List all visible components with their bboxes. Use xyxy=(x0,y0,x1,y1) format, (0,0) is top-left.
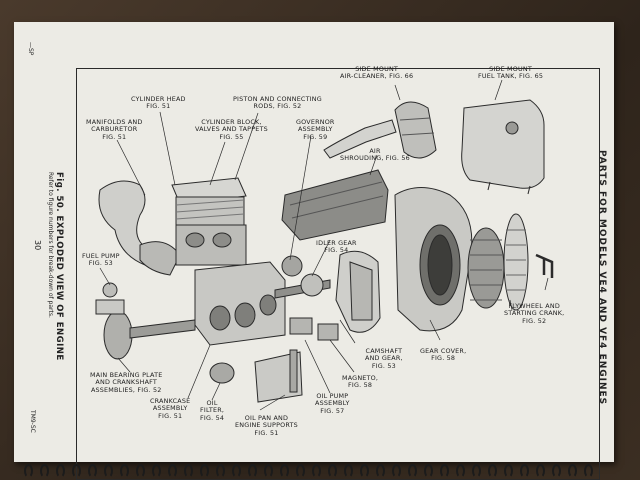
fuel-tank-part xyxy=(461,99,545,195)
manifold-part xyxy=(98,180,181,276)
label-oil-filter: OIL FILTER, FIG. 54 xyxy=(200,399,225,422)
binding-ring xyxy=(360,464,369,478)
binding-ring xyxy=(456,464,465,478)
binding-ring xyxy=(584,464,593,478)
magneto-part xyxy=(317,323,339,341)
binding-ring xyxy=(392,464,401,478)
cylinder-head-part xyxy=(171,177,247,228)
air-cleaner-part xyxy=(323,101,437,159)
binding-ring xyxy=(40,464,49,478)
binding-ring xyxy=(440,464,449,478)
binding-ring xyxy=(344,464,353,478)
crankcase-part xyxy=(194,261,286,346)
binding-ring xyxy=(488,464,497,478)
binding-ring xyxy=(120,464,129,478)
main-bearing-plate-part xyxy=(103,310,133,360)
label-magneto: MAGNETO, FIG. 58 xyxy=(342,374,379,390)
binding-ring xyxy=(472,464,481,478)
label-gear-cover: GEAR COVER, FIG. 58 xyxy=(420,347,467,363)
starting-crank-part xyxy=(535,253,554,278)
label-cylinder-head: CYLINDER HEAD FIG. 51 xyxy=(131,95,186,111)
binding-ring xyxy=(520,464,529,478)
label-side-air-cleaner: SIDE MOUNT AIR-CLEANER, FIG. 66 xyxy=(340,65,414,81)
binding-ring xyxy=(216,464,225,478)
cylinder-block-part xyxy=(175,224,247,266)
label-fuel-pump: FUEL PUMP FIG. 53 xyxy=(82,252,120,268)
binding-ring xyxy=(136,464,145,478)
binding-ring xyxy=(568,464,577,478)
flywheel-screen-part xyxy=(503,213,529,311)
label-flywheel: FLYWHEEL AND STARTING CRANK, FIG. 52 xyxy=(504,302,565,325)
binding-ring xyxy=(72,464,81,478)
binding-ring xyxy=(328,464,337,478)
oil-pump-part xyxy=(289,317,313,335)
binding-ring xyxy=(296,464,305,478)
label-manifolds: MANIFOLDS AND CARBURETOR FIG. 51 xyxy=(86,118,143,141)
binding-ring xyxy=(552,464,561,478)
engine-support-part xyxy=(289,349,298,393)
binding-ring xyxy=(88,464,97,478)
idler-gear-part xyxy=(300,273,324,297)
binding-ring xyxy=(184,464,193,478)
label-main-bearing: MAIN BEARING PLATE AND CRANKSHAFT ASSEMB… xyxy=(90,371,163,394)
binding-ring xyxy=(264,464,273,478)
binding-ring xyxy=(376,464,385,478)
binding-ring xyxy=(232,464,241,478)
binding-ring xyxy=(504,464,513,478)
binding-ring xyxy=(424,464,433,478)
binding-ring xyxy=(408,464,417,478)
binding-ring xyxy=(248,464,257,478)
governor-part xyxy=(281,255,303,277)
crankshaft-part xyxy=(129,319,196,339)
binding-ring xyxy=(312,464,321,478)
air-shrouding-part xyxy=(281,169,389,241)
label-oil-pan: OIL PAN AND ENGINE SUPPORTS FIG. 51 xyxy=(235,414,298,437)
binding-ring xyxy=(168,464,177,478)
binding-ring xyxy=(24,464,33,478)
label-camshaft: CAMSHAFT AND GEAR, FIG. 53 xyxy=(365,347,403,370)
label-side-fuel-tank: SIDE MOUNT FUEL TANK, FIG. 65 xyxy=(478,65,544,81)
label-idler-gear: IDLER GEAR FIG. 54 xyxy=(316,239,357,255)
spiral-binding xyxy=(0,464,640,480)
label-cylinder-block: CYLINDER BLOCK, VALVES AND TAPPETS FIG. … xyxy=(195,118,268,141)
binding-ring xyxy=(200,464,209,478)
blower-housing-part xyxy=(394,187,473,332)
label-governor: GOVERNOR ASSEMBLY FIG. 59 xyxy=(296,118,335,141)
binding-ring xyxy=(104,464,113,478)
flywheel-part xyxy=(467,227,505,309)
oil-filter-part xyxy=(209,362,235,384)
binding-ring xyxy=(56,464,65,478)
fuel-pump-part xyxy=(95,282,125,315)
label-air-shrouding: AIR SHROUDING, FIG. 56 xyxy=(340,147,410,163)
label-crankcase: CRANKCASE ASSEMBLY FIG. 51 xyxy=(150,397,191,420)
label-oil-pump: OIL PUMP ASSEMBLY FIG. 57 xyxy=(315,392,350,415)
binding-ring xyxy=(152,464,161,478)
binding-ring xyxy=(536,464,545,478)
label-piston-rods: PISTON AND CONNECTING RODS, FIG. 52 xyxy=(233,95,322,111)
binding-ring xyxy=(280,464,289,478)
